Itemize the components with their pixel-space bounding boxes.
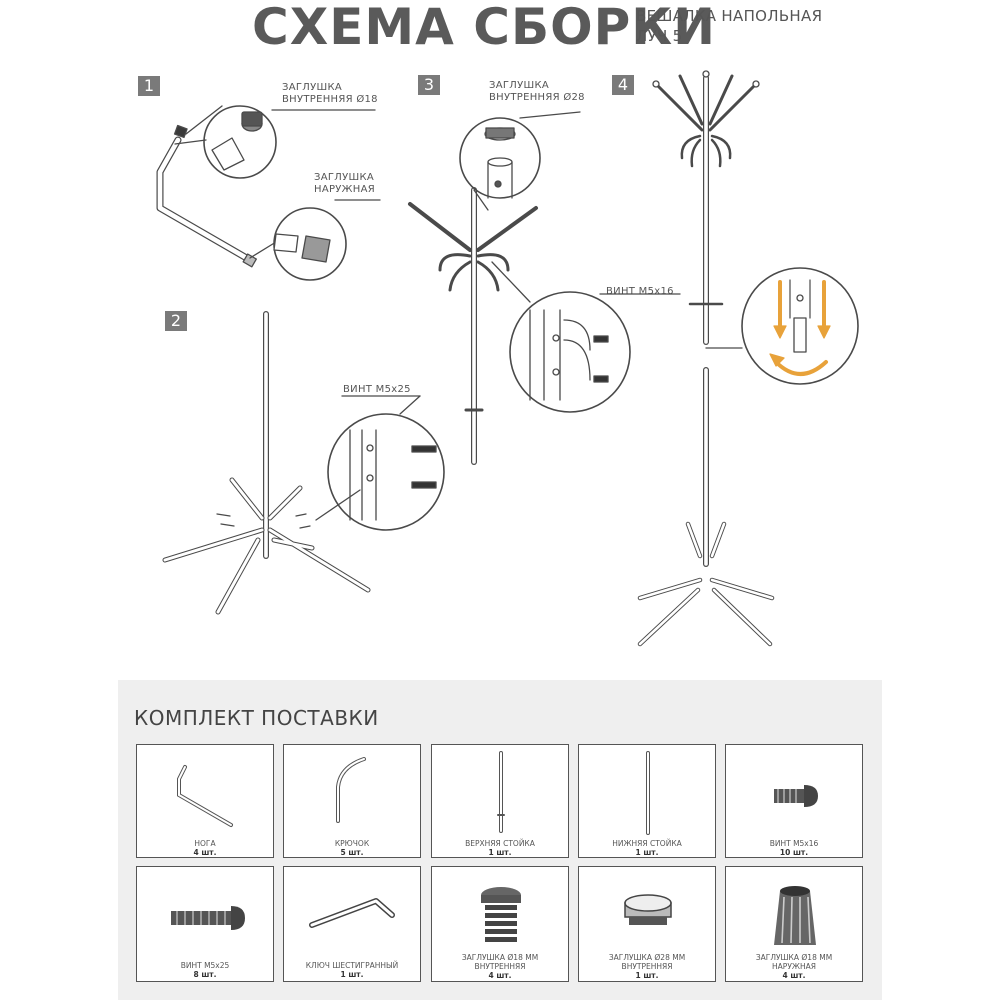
screw-long-icon [171, 906, 245, 930]
step-2-badge: 2 [165, 311, 187, 331]
callout-plug-inner-28: ЗАГЛУШКА ВНУТРЕННЯЯ Ø28 [489, 80, 585, 104]
kit-card-upper-pole: ВЕРХНЯЯ СТОЙКА 1 шт. [431, 744, 569, 858]
hex-key-icon [309, 898, 395, 928]
kit-card-hex-key: КЛЮЧ ШЕСТИГРАННЫЙ 1 шт. [283, 866, 421, 982]
kit-title: КОМПЛЕКТ ПОСТАВКИ [134, 706, 379, 730]
kit-card-leg: НОГА 4 шт. [136, 744, 274, 858]
kit-card-screw-m5x25: ВИНТ М5х25 8 шт. [136, 866, 274, 982]
kit-item-qty: 5 шт. [340, 848, 364, 857]
step-1-badge: 1 [138, 76, 160, 96]
detail-circle-plug-inner [174, 105, 376, 179]
kit-item-name: ЗАГЛУШКА Ø18 ММ [755, 953, 833, 962]
kit-item-type: ВНУТРЕННЯЯ [621, 962, 673, 971]
callout-line: ВНУТРЕННЯЯ Ø28 [489, 92, 585, 103]
kit-item-qty: 1 шт. [340, 970, 364, 979]
kit-card-screw-m5x16: ВИНТ М5х16 10 шт. [725, 744, 863, 858]
callout-plug-outer: ЗАГЛУШКА НАРУЖНАЯ [314, 172, 375, 196]
callout-line: ЗАГЛУШКА [282, 82, 342, 93]
hook-icon [336, 757, 366, 823]
kit-item-name: ЗАГЛУШКА Ø18 ММ [461, 953, 539, 962]
detail-circle-plug-inner-28 [459, 111, 581, 211]
step-4-badge: 4 [612, 75, 634, 95]
screw-short-icon [774, 785, 818, 807]
kit-item-qty: 4 шт. [193, 848, 217, 857]
product-name-line1: ВЕШАЛКА НАПОЛЬНАЯ [636, 7, 823, 25]
leg-icon [177, 765, 233, 827]
callout-line: НАРУЖНАЯ [314, 184, 375, 195]
step-3-badge: 3 [418, 75, 440, 95]
callout-screw-m5x25: ВИНТ М5х25 [343, 384, 411, 395]
kit-item-qty: 4 шт. [782, 971, 806, 980]
kit-item-name: ЗАГЛУШКА Ø28 ММ [608, 953, 686, 962]
kit-item-name: ВЕРХНЯЯ СТОЙКА [465, 839, 535, 848]
step-3-upper [408, 187, 538, 465]
kit-card-lower-pole: НИЖНЯЯ СТОЙКА 1 шт. [578, 744, 716, 858]
upper-pole-icon [497, 751, 505, 833]
kit-item-qty: 10 шт. [779, 848, 809, 857]
assembly-diagram [156, 70, 859, 647]
callout-plug-inner-18: ЗАГЛУШКА ВНУТРЕННЯЯ Ø18 [282, 82, 378, 106]
lower-pole-icon [646, 751, 650, 835]
callout-line: ЗАГЛУШКА [489, 80, 549, 91]
kit-item-type: ВНУТРЕННЯЯ [474, 962, 526, 971]
product-name: ВЕШАЛКА НАПОЛЬНАЯ ЛУЧ 5 [636, 6, 822, 46]
kit-item-name: КРЮЧОК [334, 839, 370, 848]
kit-item-qty: 8 шт. [193, 970, 217, 979]
kit-card-hook: КРЮЧОК 5 шт. [283, 744, 421, 858]
plug-inner-18-icon [481, 887, 521, 942]
kit-card-plug-outer-18: ЗАГЛУШКА Ø18 ММ НАРУЖНАЯ 4 шт. [725, 866, 863, 982]
kit-item-name: ВИНТ М5х25 [180, 961, 230, 970]
kit-item-qty: 1 шт. [635, 971, 659, 980]
kit-card-plug-inner-18: ЗАГЛУШКА Ø18 ММ ВНУТРЕННЯЯ 4 шт. [431, 866, 569, 982]
kit-item-qty: 1 шт. [488, 848, 512, 857]
detail-circle-screw-m5x25 [315, 395, 445, 531]
callout-line: ВНУТРЕННЯЯ Ø18 [282, 94, 378, 105]
plug-outer-18-icon [774, 886, 816, 945]
detail-circle-joint [705, 267, 859, 385]
kit-item-qty: 1 шт. [635, 848, 659, 857]
product-name-line2: ЛУЧ 5 [636, 27, 683, 45]
kit-item-name: НИЖНЯЯ СТОЙКА [612, 839, 682, 848]
step-2-stand [162, 311, 371, 615]
kit-item-name: ВИНТ М5х16 [769, 839, 819, 848]
callout-line: ЗАГЛУШКА [314, 172, 374, 183]
kit-item-name: НОГА [194, 839, 216, 848]
detail-circle-screw-m5x16 [491, 261, 681, 413]
plug-inner-28-icon [624, 894, 672, 925]
step-4-full-rack [637, 70, 775, 647]
callout-screw-m5x16: ВИНТ М5х16 [606, 286, 674, 297]
step-1-leg [156, 124, 257, 268]
kit-item-name: КЛЮЧ ШЕСТИГРАННЫЙ [305, 961, 399, 970]
kit-item-type: НАРУЖНАЯ [772, 962, 816, 971]
kit-item-qty: 4 шт. [488, 971, 512, 980]
detail-circle-plug-outer [249, 199, 381, 281]
page-title: СХЕМА СБОРКИ [252, 0, 716, 56]
kit-card-plug-inner-28: ЗАГЛУШКА Ø28 ММ ВНУТРЕННЯЯ 1 шт. [578, 866, 716, 982]
